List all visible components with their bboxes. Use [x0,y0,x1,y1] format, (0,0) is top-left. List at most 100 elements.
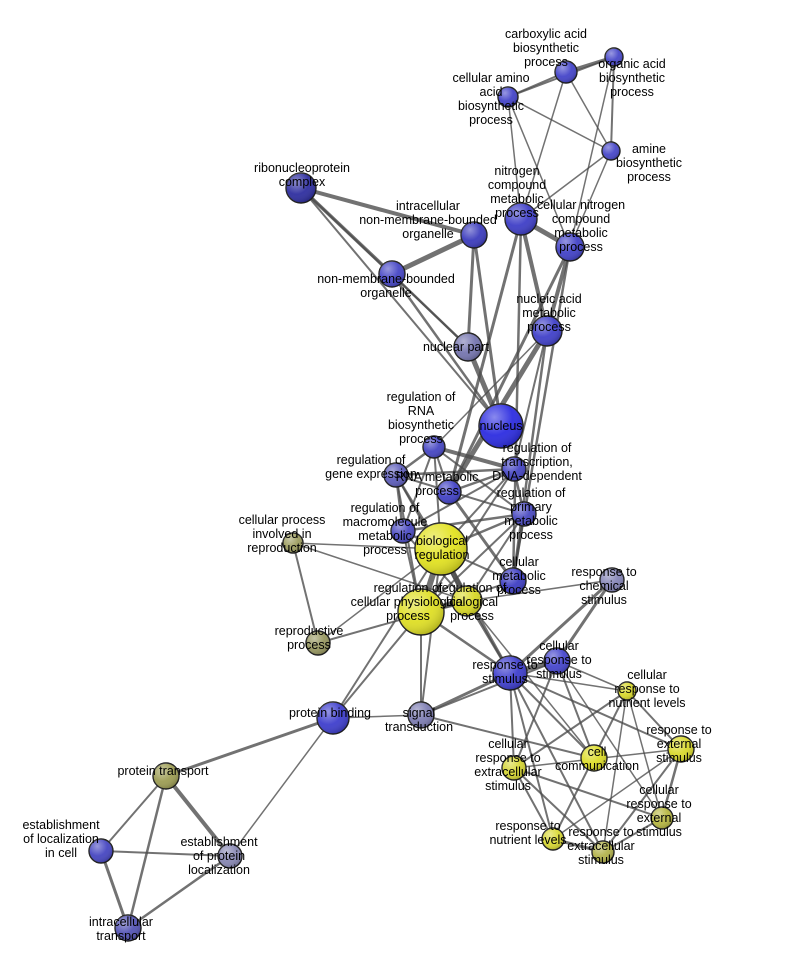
edge-cellular-response-stimulus--signal-transduction [420,660,558,716]
node-cell-communication[interactable] [580,744,608,772]
edge-cellular-response-extracellular--cellular-response-external [513,767,663,819]
node-nucleus[interactable] [478,403,524,449]
node-nucleic-acid-metabolism[interactable] [531,315,563,347]
node-signal-transduction[interactable] [407,701,435,729]
edge-response-external-stimulus--response-extracellular [602,748,682,853]
edge-cellular-response-extracellular--response-nutrient-levels [513,767,554,840]
edge-carboxylic-acid-biosynthesis--nitrogen-compound-metabolism [520,71,567,220]
edge-regulation-primary-metabolism--regulation-biological-process [466,513,525,602]
node-organic-acid-biosynthesis[interactable] [604,47,624,67]
edge-amino-acid-biosynthesis--nitrogen-compound-metabolism [507,96,522,220]
node-regulation-biological-process[interactable] [451,585,483,617]
node-cellular-response-extracellular[interactable] [501,755,527,781]
node-regulation-cellular-physiological[interactable] [397,588,445,636]
edge-ribonucleoprotein-complex--intracellular-nmb-organelle [299,186,476,237]
node-response-nutrient-levels[interactable] [541,827,565,851]
edge-amine-biosynthesis--nitrogen-compound-metabolism [520,150,612,220]
node-amino-acid-biosynthesis[interactable] [497,86,519,108]
node-biological-regulation[interactable] [414,522,468,576]
node-response-external-stimulus[interactable] [667,735,695,763]
node-regulation-rna-biosynthesis[interactable] [422,435,446,459]
node-protein-binding[interactable] [316,701,350,735]
node-cellular-metabolism[interactable] [499,567,527,595]
edge-response-stimulus--response-external-stimulus [509,672,682,750]
node-intracellular-nmb-organelle[interactable] [460,221,488,249]
node-establishment-protein-localization[interactable] [217,843,243,869]
node-nuclear-part[interactable] [453,332,483,362]
edge-response-stimulus--response-chemical-stimulus [508,578,614,675]
edge-cell-communication--regulation-biological-process [466,600,595,759]
edge-amine-biosynthesis--cellular-nitrogen-metabolism [569,150,612,248]
edge-amino-acid-biosynthesis--cellular-nitrogen-metabolism [507,96,571,248]
edge-organic-acid-biosynthesis--cellular-nitrogen-metabolism [569,56,615,248]
edge-cellular-response-stimulus--cellular-response-external [556,660,663,819]
node-amine-biosynthesis[interactable] [601,141,621,161]
node-response-stimulus[interactable] [492,655,528,691]
node-label-protein-transport: protein transport [117,764,209,778]
node-response-chemical-stimulus[interactable] [599,567,625,593]
edge-nucleic-acid-metabolism--regulation-transcription [513,330,548,470]
node-rna-metabolism[interactable] [436,479,462,505]
node-ribonucleoprotein-complex[interactable] [285,172,317,204]
edge-cellular-response-stimulus--cell-communication [556,660,595,759]
edge-protein-transport--establishment-localization-cell [100,775,167,852]
node-regulation-transcription[interactable] [501,456,527,482]
node-nitrogen-compound-metabolism[interactable] [504,202,538,236]
edge-nmb-organelle--nucleus [390,272,503,428]
node-response-extracellular[interactable] [591,840,615,864]
edge-nitrogen-compound-metabolism--rna-metabolism [447,217,523,494]
edge-cellular-response-stimulus--cellular-response-extracellular [513,660,558,769]
node-regulation-macromolecule-metabolism[interactable] [390,518,416,544]
edge-nitrogen-compound-metabolism--nucleic-acid-metabolism [519,217,549,333]
edge-response-chemical-stimulus--regulation-biological-process [466,579,613,602]
node-label-nucleus: nucleus [479,419,522,433]
edge-organic-acid-biosynthesis--amine-biosynthesis [610,56,615,152]
edge-regulation-transcription--regulation-gene-expression [394,467,516,477]
edge-cellular-process-reproduction--reproductive-process [292,542,319,644]
node-cellular-response-stimulus[interactable] [543,647,571,675]
edge-signal-transduction--cell-communication [420,714,595,759]
edge-biological-regulation--protein-binding [332,548,442,719]
edge-cellular-process-reproduction--regulation-biological-process [292,542,468,602]
node-carboxylic-acid-biosynthesis[interactable] [554,60,578,84]
edge-cellular-response-extracellular--response-extracellular [513,767,604,853]
edge-cellular-response-nutrient--cellular-response-external [626,690,663,819]
node-regulation-primary-metabolism[interactable] [511,501,537,527]
edge-protein-binding--protein-transport [164,716,335,778]
node-cellular-response-nutrient[interactable] [617,681,637,701]
edge-protein-transport--establishment-protein-localization [164,774,232,858]
node-cellular-process-reproduction[interactable] [282,532,304,554]
edge-response-stimulus--cellular-response-nutrient [509,672,628,692]
edge-nucleic-acid-metabolism--regulation-rna-biosynthesis [433,330,548,448]
node-intracellular-transport[interactable] [114,914,142,942]
node-cellular-nitrogen-metabolism[interactable] [555,232,585,262]
node-protein-transport[interactable] [152,762,180,790]
node-regulation-gene-expression[interactable] [383,462,409,488]
node-nmb-organelle[interactable] [378,260,406,288]
edge-establishment-localization-cell--establishment-protein-localization [100,850,231,857]
node-cellular-response-external[interactable] [650,806,674,830]
node-establishment-localization-cell[interactable] [88,838,114,864]
node-reproductive-process[interactable] [305,630,331,656]
